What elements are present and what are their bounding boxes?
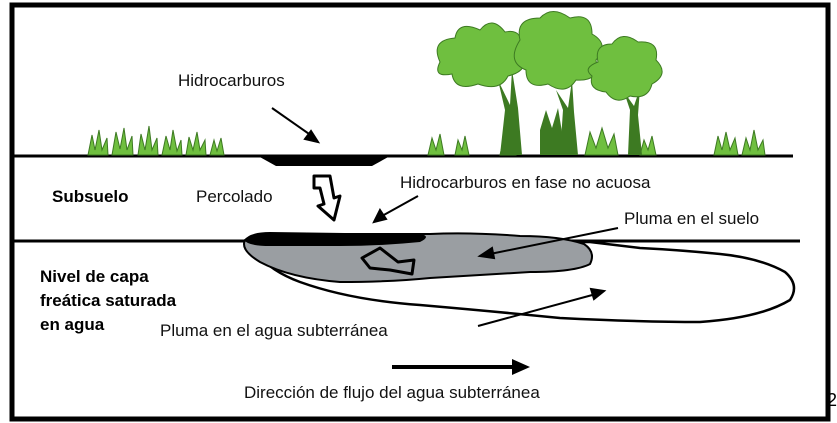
label-percolated: Percolado <box>196 187 273 206</box>
label-flow-direction: Dirección de flujo del agua subterránea <box>244 383 540 402</box>
diagram-frame <box>9 2 831 422</box>
spill-pit <box>258 156 390 166</box>
tree-canopy-center <box>513 11 603 90</box>
label-water-table-line2: freática saturada <box>40 291 177 310</box>
free-product-lens <box>244 232 426 246</box>
label-water-table-line1: Nivel de capa <box>40 267 149 286</box>
percolation-arrow <box>312 174 342 222</box>
label-hydrocarbons: Hidrocarburos <box>178 71 285 90</box>
tree-canopy-right <box>587 36 663 101</box>
migration-arrow <box>360 246 416 276</box>
tree-group <box>436 11 663 155</box>
label-groundwater-plume: Pluma en el agua subterránea <box>160 321 388 340</box>
label-non-aqueous-phase: Hidrocarburos en fase no acuosa <box>400 173 651 192</box>
grass-left <box>87 125 225 156</box>
pointer-arrows <box>271 107 619 327</box>
label-water-table-line3: en agua <box>40 315 105 334</box>
edge-fragment: 2 <box>827 390 837 410</box>
label-subsoil: Subsuelo <box>52 187 129 206</box>
flow-direction-arrow <box>392 359 530 375</box>
label-soil-plume: Pluma en el suelo <box>624 209 759 228</box>
